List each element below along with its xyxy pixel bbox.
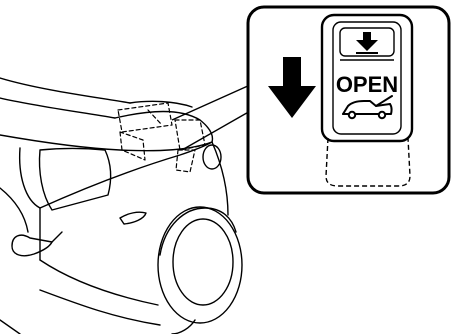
callout-panel: OPEN: [248, 7, 449, 193]
car-drawing: [0, 78, 242, 334]
open-label: OPEN: [336, 72, 398, 97]
